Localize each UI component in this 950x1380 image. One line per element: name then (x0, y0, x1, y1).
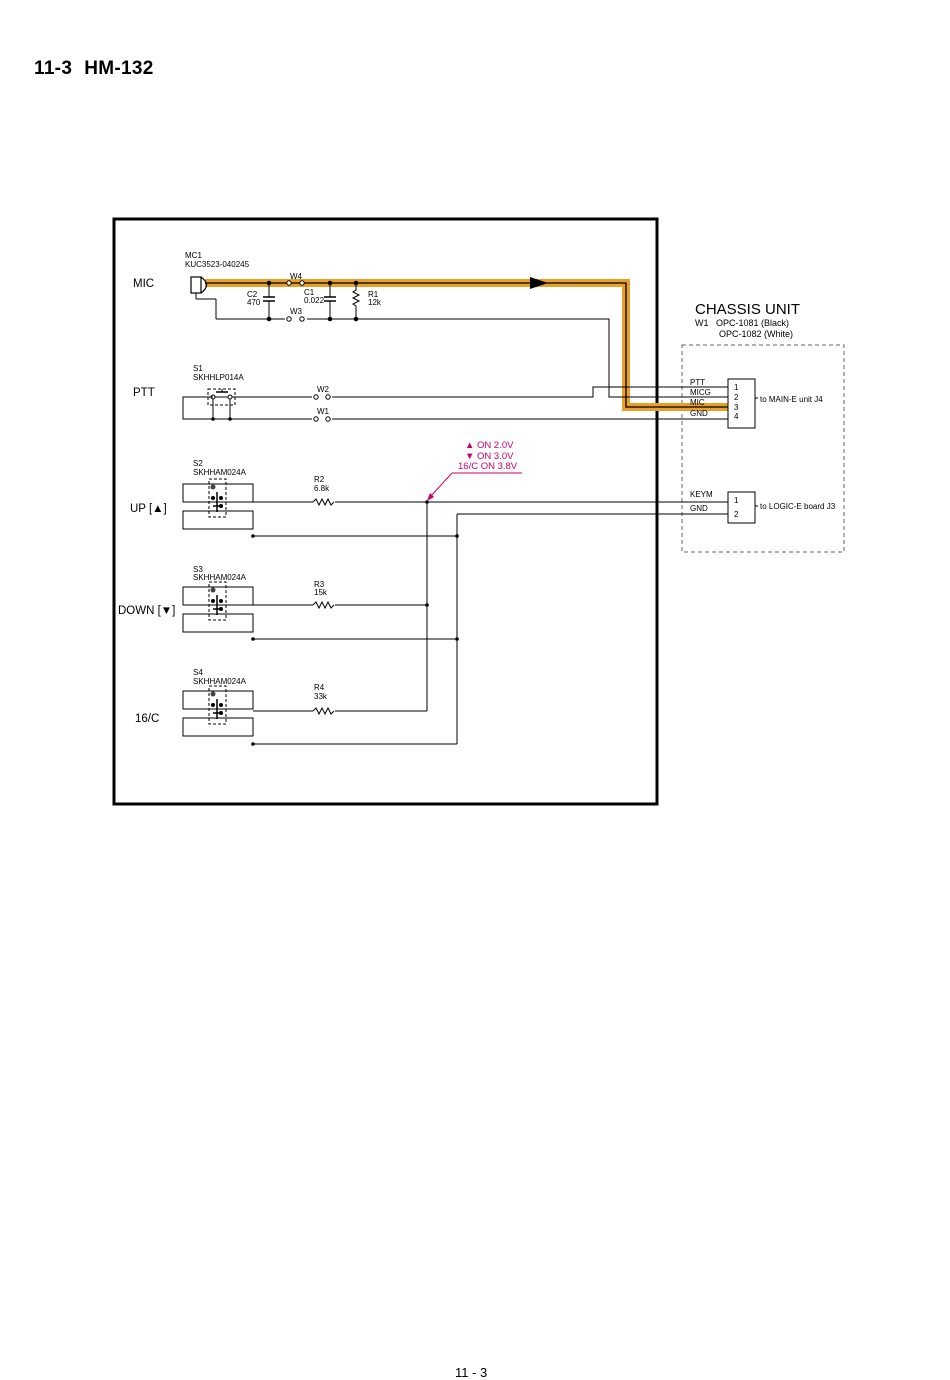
voltage-note-leader (429, 472, 522, 498)
mc1-ref: MC1 (185, 251, 202, 260)
resistor-r3 (312, 600, 335, 610)
c2-value: 470 (247, 298, 261, 307)
r2-value: 6.8k (314, 484, 330, 493)
j4-signal-gnd: GND (690, 409, 708, 418)
row-label-16c: 16/C (135, 713, 159, 725)
capacitor-c2 (263, 280, 275, 322)
chassis-title: CHASSIS UNIT (695, 301, 800, 318)
s2-part: SKHHAM024A (193, 468, 247, 477)
j3-signal-gnd: GND (690, 504, 708, 513)
w2-label: W2 (317, 385, 330, 394)
resistor-r2 (312, 497, 335, 507)
j3-connector (727, 491, 756, 524)
j4-pin-2: 2 (734, 393, 739, 402)
c2-ref: C2 (247, 290, 258, 299)
jumper-w2 (312, 394, 332, 400)
c1-ref: C1 (304, 288, 315, 297)
jumper-w4 (286, 280, 305, 286)
mic-signal-path (205, 282, 728, 408)
board-frame (112, 217, 659, 806)
r1-value: 12k (368, 298, 382, 307)
j4-destination: to MAIN-E unit J4 (760, 395, 823, 404)
ptt-switch-s1 (207, 388, 236, 419)
s3-part: SKHHAM024A (193, 573, 247, 582)
mic-signal-path-highlight (205, 279, 728, 411)
j4-pin-4: 4 (734, 412, 739, 421)
w1-label: W1 (317, 407, 330, 416)
j4-signal-micg: MICG (690, 388, 711, 397)
voltage-note-down: ▼ ON 3.0V (465, 451, 514, 462)
capacitor-c1 (324, 280, 336, 322)
s4-part: SKHHAM024A (193, 677, 247, 686)
j4-signal-ptt: PTT (690, 378, 705, 387)
r4-value: 33k (314, 692, 328, 701)
row-label-ptt: PTT (133, 387, 155, 399)
w4-label: W4 (290, 272, 303, 281)
j3-pin-1: 1 (734, 496, 739, 505)
row-label-down: DOWN [▼] (118, 605, 175, 617)
voltage-note-up: ▲ ON 2.0V (465, 440, 514, 451)
j3-pin-2: 2 (734, 510, 739, 519)
row-label-mic: MIC (133, 278, 154, 290)
signal-direction-arrow (530, 277, 548, 289)
chassis-cable-white: OPC-1082 (White) (719, 329, 793, 339)
jumper-w1 (312, 416, 332, 422)
j4-signal-mic: MIC (690, 398, 705, 407)
resistor-r4 (312, 706, 335, 716)
chassis-unit-box (681, 344, 845, 553)
model-name: HM-132 (84, 58, 154, 79)
w3-label: W3 (290, 307, 303, 316)
r2-ref: R2 (314, 475, 325, 484)
up-switch-s2 (182, 478, 254, 530)
s3-ref: S3 (193, 565, 203, 574)
page-title: 11-3 HM-132 (34, 58, 166, 80)
j4-connector (727, 378, 756, 429)
s1-part: SKHHLP014A (193, 373, 244, 382)
j4-pin-1: 1 (734, 383, 739, 392)
micg-line (216, 318, 728, 398)
ptt-loop (182, 396, 213, 420)
j3-signal-keym: KEYM (690, 490, 713, 499)
voltage-note-16c: 16/C ON 3.8V (458, 461, 518, 472)
row-label-up: UP [▲] (130, 503, 167, 515)
s2-ref: S2 (193, 459, 203, 468)
section-number: 11-3 (34, 58, 73, 79)
c1-value: 0.022 (304, 296, 325, 305)
s1-ref: S1 (193, 364, 203, 373)
jumper-w3 (285, 316, 307, 322)
j4-pin-3: 3 (734, 403, 739, 412)
r3-value: 15k (314, 588, 328, 597)
mc1-part: KUC3523-040245 (185, 260, 250, 269)
resistor-r1 (351, 280, 361, 322)
microphone-symbol (190, 276, 217, 319)
ch16-switch-s4 (182, 685, 254, 737)
r4-ref: R4 (314, 683, 325, 692)
chassis-cable-black: W1 OPC-1081 (Black) (695, 318, 789, 328)
down-switch-s3 (182, 581, 254, 633)
j3-destination: to LOGIC-E board J3 (760, 502, 836, 511)
ptt-line (232, 386, 728, 398)
r3-ref: R3 (314, 580, 325, 589)
s4-ref: S4 (193, 668, 203, 677)
page-number: 11 - 3 (455, 1365, 488, 1380)
r1-ref: R1 (368, 290, 379, 299)
